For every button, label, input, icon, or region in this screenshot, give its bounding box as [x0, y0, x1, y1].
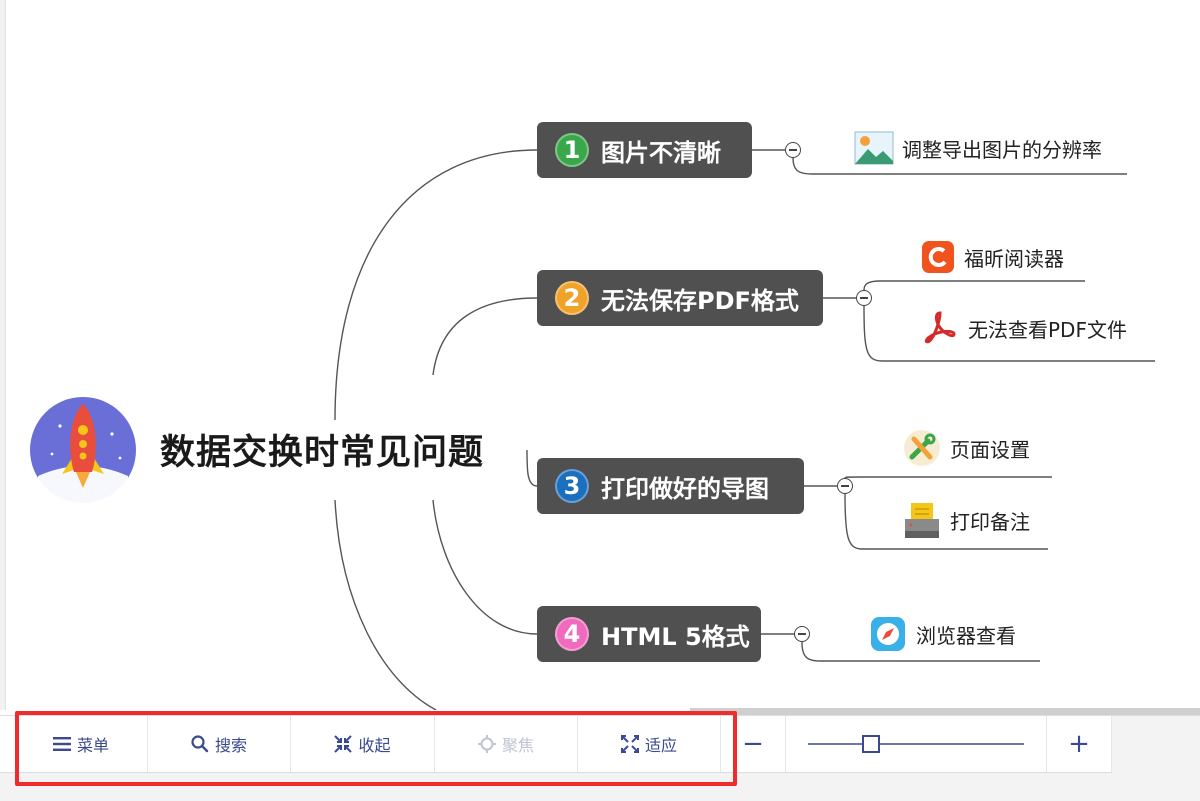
collapse-toggle-2[interactable] [856, 290, 872, 306]
badge-number: 1 [555, 133, 589, 167]
collapse-toggle-1[interactable] [785, 142, 801, 158]
bottom-toolbar: 菜单 搜索 收起 聚焦 适应 [0, 715, 1200, 801]
badge-number: 2 [555, 281, 589, 315]
collapse-toggle-3[interactable] [837, 478, 853, 494]
fit-button[interactable]: 适应 [578, 716, 721, 772]
leaf-label: 福昕阅读器 [964, 246, 1064, 271]
leaf-label: 浏览器查看 [916, 623, 1016, 648]
printer-icon [902, 503, 942, 538]
menu-icon [52, 737, 71, 751]
branch-topic-4[interactable]: 4 HTML 5格式 [537, 606, 761, 662]
collapse-toggle-4[interactable] [794, 626, 810, 642]
fit-label: 适应 [644, 736, 677, 755]
branch-label: 打印做好的导图 [601, 474, 769, 503]
crosshair-icon [477, 735, 496, 753]
pdf-icon [920, 311, 960, 345]
search-icon [191, 735, 209, 753]
zoom-in-label: + [1068, 729, 1090, 759]
zoom-slider-track [808, 743, 1024, 745]
focus-label: 聚焦 [501, 736, 534, 755]
leaf-topic-3-1[interactable]: 页面设置 [902, 430, 1030, 466]
horizontal-scrollbar[interactable] [690, 708, 1200, 715]
search-button[interactable]: 搜索 [148, 716, 291, 772]
collapse-arrows-icon [334, 735, 353, 753]
collapse-button[interactable]: 收起 [291, 716, 435, 772]
branch-label: HTML 5格式 [601, 622, 750, 651]
tools-icon [902, 430, 942, 466]
leaf-topic-2-2[interactable]: 无法查看PDF文件 [920, 311, 1127, 345]
zoom-out-button[interactable]: − [721, 716, 786, 772]
image-icon [854, 131, 894, 165]
zoom-out-label: − [742, 729, 764, 759]
leaf-topic-4-1[interactable]: 浏览器查看 [868, 617, 1016, 651]
menu-button[interactable]: 菜单 [15, 716, 148, 772]
focus-button[interactable]: 聚焦 [435, 716, 578, 772]
zoom-slider-thumb[interactable] [861, 735, 880, 753]
branch-label: 图片不清晰 [601, 138, 721, 167]
leaf-label: 打印备注 [950, 509, 1030, 534]
leaf-topic-3-2[interactable]: 打印备注 [902, 503, 1030, 538]
branch-topic-1[interactable]: 1 图片不清晰 [537, 122, 752, 178]
badge-number: 3 [555, 469, 589, 503]
collapse-label: 收起 [358, 736, 391, 755]
rocket-icon [30, 396, 136, 508]
branch-topic-3[interactable]: 3 打印做好的导图 [537, 458, 804, 514]
highlight-box [15, 711, 737, 786]
canvas-left-border [0, 0, 6, 710]
branch-label: 无法保存PDF格式 [601, 286, 799, 315]
leaf-topic-1-1[interactable]: 调整导出图片的分辨率 [854, 131, 1102, 165]
leaf-label: 调整导出图片的分辨率 [902, 137, 1102, 162]
leaf-label: 无法查看PDF文件 [968, 317, 1127, 342]
connector-lines [334, 149, 1155, 710]
foxit-icon [920, 240, 956, 274]
expand-arrows-icon [620, 735, 639, 753]
zoom-slider[interactable] [786, 716, 1047, 772]
zoom-in-button[interactable]: + [1047, 716, 1112, 772]
badge-number: 4 [555, 617, 589, 651]
search-label: 搜索 [214, 736, 247, 755]
branch-topic-2[interactable]: 2 无法保存PDF格式 [537, 270, 823, 326]
menu-label: 菜单 [76, 736, 109, 755]
compass-icon [868, 617, 908, 651]
leaf-topic-2-1[interactable]: 福昕阅读器 [920, 240, 1064, 274]
root-topic[interactable]: 数据交换时常见问题 [160, 433, 485, 473]
leaf-label: 页面设置 [950, 437, 1030, 462]
